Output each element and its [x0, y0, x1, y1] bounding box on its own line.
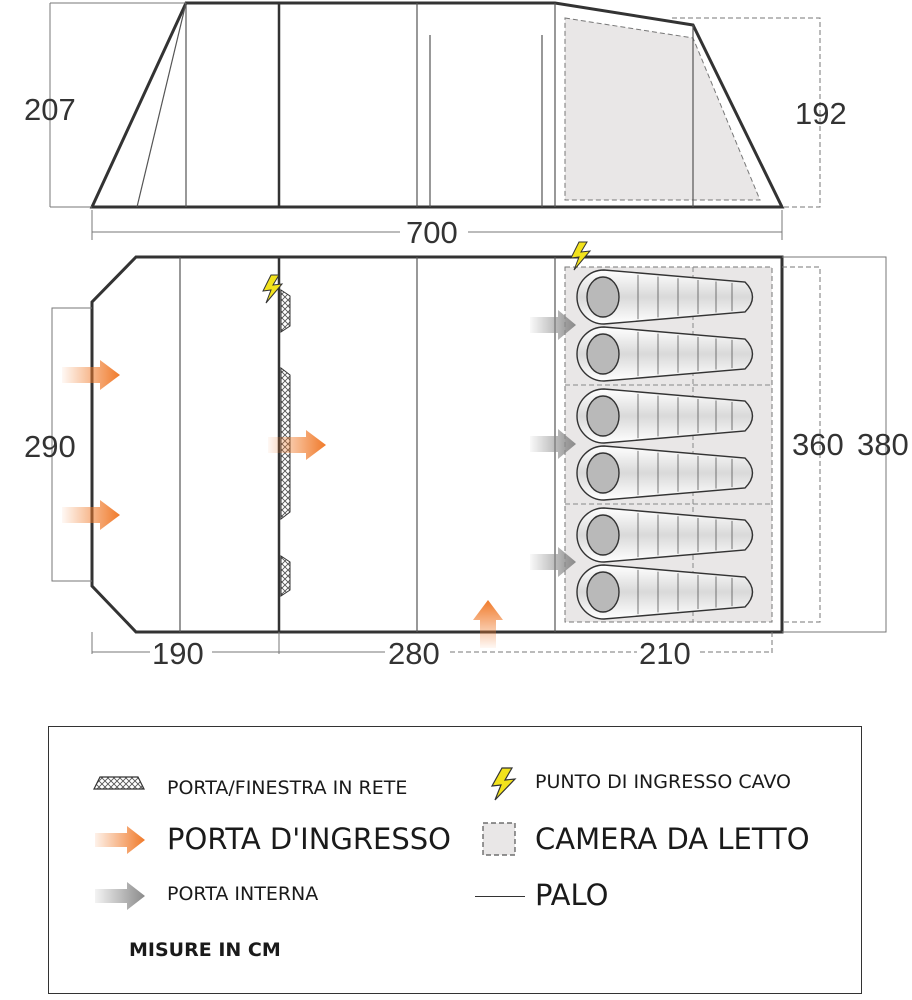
dim-height-left: 207 — [24, 92, 76, 127]
dim-line-width-total — [782, 256, 887, 633]
inner-door-arrow — [530, 547, 576, 577]
inner-door-arrow — [530, 429, 576, 459]
side-outline — [89, 1, 785, 209]
lightning-bolt-icon — [490, 767, 517, 801]
legend-pole-label: PALO — [535, 878, 609, 912]
sleeping-bag — [576, 507, 754, 563]
dim-line-width-front — [51, 307, 92, 582]
dim-width-total: 380 — [857, 427, 909, 462]
orange-arrow-icon — [95, 826, 145, 854]
side-elevation: 207 192 — [24, 1, 847, 209]
dim-section-1: 190 — [152, 636, 204, 671]
sleeping-bags — [576, 269, 754, 620]
legend: PORTA/FINESTRA IN RETE PUNTO DI INGRESSO… — [48, 726, 862, 994]
mesh-pattern-icon — [93, 776, 145, 790]
legend-units-label: MISURE IN CM — [129, 939, 281, 961]
dashed-square-icon — [482, 822, 516, 856]
legend-inner-label: PORTA INTERNA — [167, 883, 319, 905]
dim-total-length: 700 — [406, 215, 458, 250]
entrance-arrow — [268, 430, 326, 460]
mesh-window — [280, 555, 291, 597]
dim-line-width-bedroom — [782, 266, 821, 623]
inner-door-arrow — [530, 310, 576, 340]
entrance-arrow — [62, 500, 120, 530]
sleeping-bag — [576, 269, 754, 325]
cable-entry-icon — [262, 274, 284, 304]
dim-width-bedroom: 360 — [792, 427, 844, 462]
dim-section-2: 280 — [388, 636, 440, 671]
floor-plan: 290 360 380 190 280 210 — [24, 241, 909, 671]
sleeping-bag — [576, 564, 754, 620]
entrance-arrow — [473, 600, 503, 648]
bedroom-area — [564, 266, 773, 623]
dim-height-right: 192 — [795, 96, 847, 131]
dim-section-3: 210 — [639, 636, 691, 671]
gray-arrow-icon — [95, 882, 145, 910]
length-dimension: 700 — [91, 210, 783, 250]
side-bedroom-area — [564, 17, 761, 201]
legend-mesh-label: PORTA/FINESTRA IN RETE — [167, 777, 408, 799]
entrance-arrow — [62, 360, 120, 390]
sleeping-bag — [576, 388, 754, 444]
sleeping-bag — [576, 445, 754, 501]
line-icon — [475, 896, 525, 897]
sleeping-bag — [576, 326, 754, 382]
cable-entry-icon — [570, 241, 592, 271]
side-pole — [136, 2, 187, 208]
legend-entrance-label: PORTA D'INGRESSO — [167, 822, 452, 856]
legend-cable-label: PUNTO DI INGRESSO CAVO — [535, 771, 791, 793]
mesh-window — [280, 289, 291, 333]
tent-floor-plan: 207 192 700 — [24, 1, 909, 671]
dim-line-height-right — [672, 17, 821, 208]
legend-bedroom-label: CAMERA DA LETTO — [535, 822, 810, 856]
dim-width-front: 290 — [24, 429, 76, 464]
